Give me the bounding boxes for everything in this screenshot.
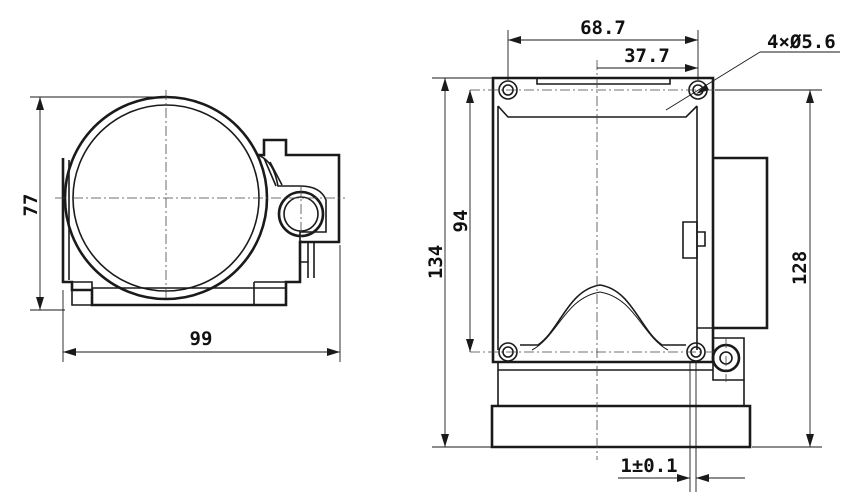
front-base-collar (497, 362, 745, 406)
dim-128 (715, 89, 822, 448)
side-body-outline (61, 138, 341, 307)
dim-37-7 (597, 64, 698, 72)
hole-top-left (498, 80, 518, 100)
label-dim-77: 77 (20, 194, 42, 217)
front-plate-inner (497, 105, 698, 350)
dim-holes-leader (665, 51, 840, 111)
label-dim-99: 99 (190, 328, 213, 350)
dim-77 (30, 96, 160, 311)
dim-134 (432, 77, 495, 448)
front-arch (520, 284, 686, 346)
front-side-module (713, 156, 769, 330)
label-dim-37-7: 37.7 (624, 45, 670, 67)
dim-1-tolerance (618, 362, 745, 492)
dim-94 (466, 90, 474, 352)
label-dim-68-7: 68.7 (580, 17, 626, 39)
side-connector-housing (257, 154, 327, 242)
dim-99 (62, 245, 341, 362)
front-view (432, 30, 840, 492)
side-base-feet (71, 281, 255, 306)
front-connector (682, 221, 706, 259)
front-base-block (490, 404, 752, 449)
front-main-plate (491, 76, 715, 364)
label-dim-holes: 4×Ø5.6 (767, 31, 836, 53)
front-arch-inner (531, 291, 669, 351)
front-knob-housing (712, 337, 745, 381)
hole-bottom-left (498, 342, 518, 362)
label-dim-1-tolerance: 1±0.1 (620, 455, 677, 477)
side-connector-lines (263, 157, 283, 187)
side-pin (300, 242, 315, 278)
front-top-slot (536, 78, 671, 85)
label-dim-134: 134 (425, 245, 447, 279)
label-dim-128: 128 (789, 251, 811, 285)
label-dim-94: 94 (450, 210, 472, 233)
side-view (30, 90, 345, 362)
dim-68-7 (507, 30, 699, 80)
